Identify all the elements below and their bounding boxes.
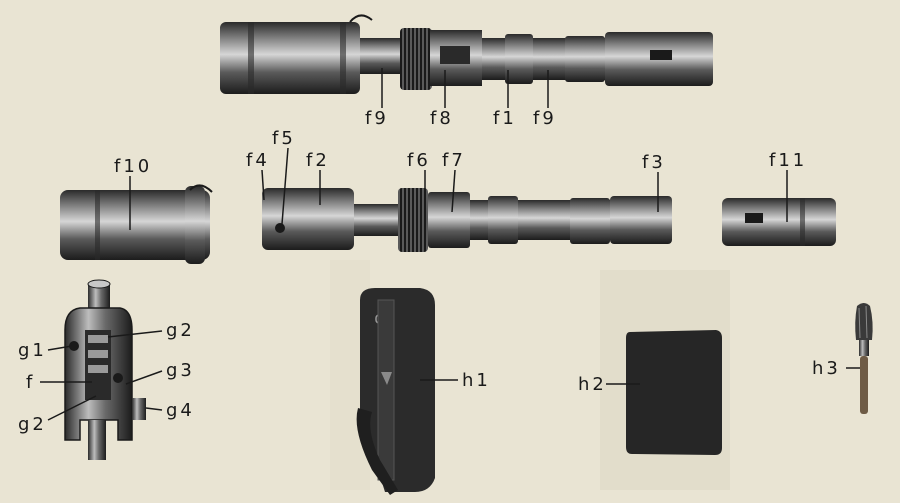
label-f6: f6 <box>407 150 431 171</box>
part-h1-pouch <box>356 288 435 495</box>
label-f9-right: f9 <box>533 108 557 129</box>
part-main-body <box>262 188 672 252</box>
label-f9-left: f9 <box>365 108 389 129</box>
label-f1: f1 <box>493 108 517 129</box>
label-f8: f8 <box>430 108 454 129</box>
label-f11: f11 <box>769 150 807 171</box>
assembled-rangefinder-top <box>220 14 713 94</box>
label-f2: f2 <box>306 150 330 171</box>
label-f: f <box>26 372 35 393</box>
label-h1: h1 <box>462 370 491 391</box>
part-f10-tube <box>60 184 213 264</box>
label-h3: h3 <box>812 358 841 379</box>
part-g-bracket <box>64 279 146 460</box>
part-h3-brush <box>855 303 873 414</box>
label-f7: f7 <box>442 150 466 171</box>
label-g2-bottom: g2 <box>18 414 47 435</box>
label-g3: g3 <box>166 360 195 381</box>
label-f4: f4 <box>246 150 270 171</box>
label-g4: g4 <box>166 400 195 421</box>
label-h2: h2 <box>578 374 607 395</box>
label-f10: f10 <box>114 156 152 177</box>
label-g2-top: g2 <box>166 320 195 341</box>
label-f3: f3 <box>642 152 666 173</box>
label-f5: f5 <box>272 128 296 149</box>
label-g1: g1 <box>18 340 47 361</box>
part-f11-eyepiece <box>722 198 836 246</box>
part-h2-cloth <box>626 330 722 455</box>
